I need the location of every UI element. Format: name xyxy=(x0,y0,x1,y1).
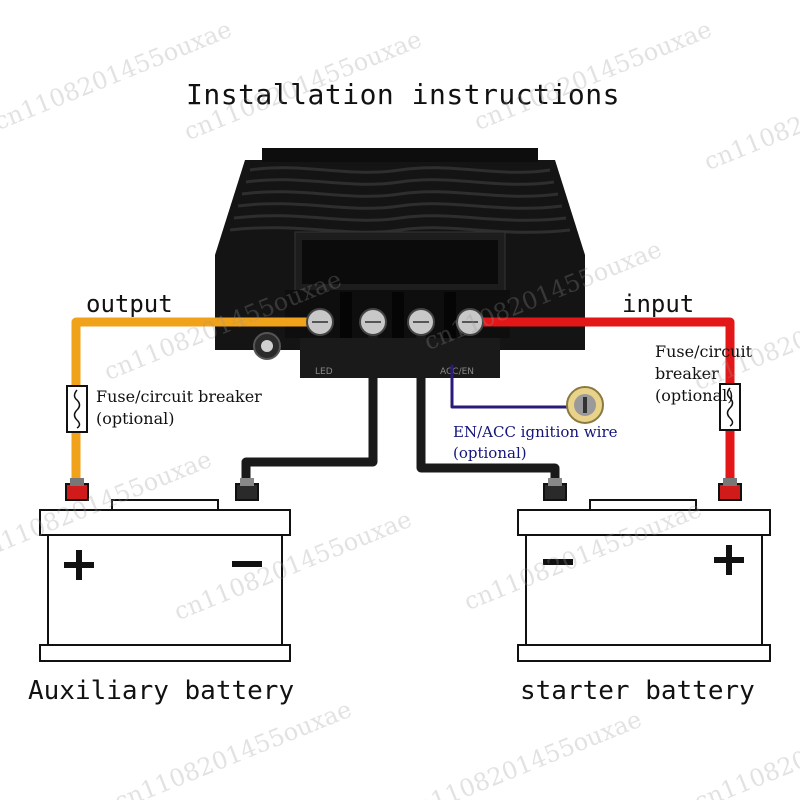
led-marking: LED xyxy=(315,367,333,377)
starter-negative-terminal xyxy=(543,478,567,501)
starter-battery-icon xyxy=(517,499,771,662)
starter-positive-terminal xyxy=(718,478,742,501)
en-acc-wire xyxy=(450,364,570,409)
output-label: output xyxy=(86,290,173,318)
output-wire xyxy=(71,317,325,495)
auxiliary-battery-icon xyxy=(39,499,291,662)
aux-positive-terminal xyxy=(65,478,89,501)
fuse-right-label: Fuse/circuit breaker (optional) xyxy=(655,342,753,405)
acc-marking: ACC/EN xyxy=(440,367,474,377)
input-label: input xyxy=(622,290,695,318)
diagram-title: Installation instructions xyxy=(186,78,620,111)
auxiliary-battery-label: Auxiliary battery xyxy=(28,676,295,706)
fuse-right-icon xyxy=(719,383,741,431)
aux-ground-wire xyxy=(241,317,378,495)
aux-negative-terminal xyxy=(235,478,259,501)
fuse-left-label: Fuse/circuit breaker (optional) xyxy=(96,387,262,428)
converter-device: LED ACC/EN xyxy=(215,148,585,378)
ignition-switch-icon xyxy=(566,386,604,424)
terminal-screws xyxy=(306,308,484,336)
starter-battery-label: starter battery xyxy=(520,676,755,706)
input-wire xyxy=(465,317,735,495)
en-acc-label: EN/ACC ignition wire (optional) xyxy=(453,423,618,462)
fuse-left-icon xyxy=(66,385,88,433)
